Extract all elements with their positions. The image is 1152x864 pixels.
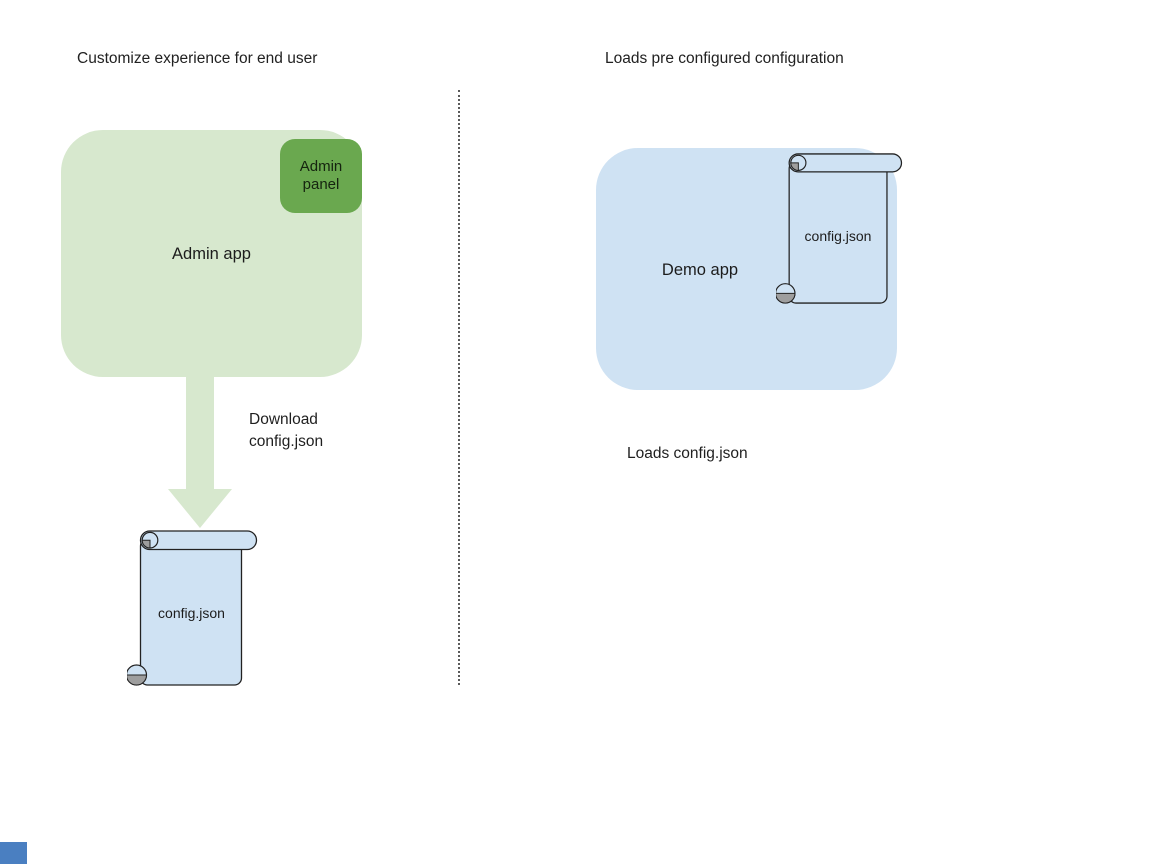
- admin-panel-badge: Admin panel: [280, 139, 362, 213]
- download-arrow-icon: [168, 377, 232, 528]
- download-arrow-label: Download config.json: [249, 411, 324, 450]
- demo-app-label: Demo app: [661, 261, 739, 279]
- config-file-scroll-icon: [776, 153, 903, 304]
- scroll-top-curl-shade: [141, 539, 151, 549]
- scroll-top-roll: [139, 530, 258, 551]
- scroll-top-curl-shade: [790, 162, 799, 171]
- section-divider: [458, 90, 460, 685]
- loads-config-caption: Loads config.json: [627, 445, 748, 462]
- left-section-title: Customize experience for end user: [77, 50, 318, 67]
- admin-app-label: Admin app: [172, 245, 251, 263]
- arrow-shape: [168, 377, 232, 528]
- scroll-bottom-curl-shade: [776, 292, 796, 304]
- config-file-scroll-icon: [127, 530, 258, 686]
- admin-panel-label: Admin panel: [299, 157, 343, 194]
- right-section-title: Loads pre configured configuration: [605, 50, 844, 67]
- corner-marker: [0, 842, 27, 864]
- scroll-top-roll: [788, 153, 903, 173]
- scroll-bottom-curl-shade: [127, 674, 148, 686]
- config-file-label: config.json: [804, 228, 872, 244]
- config-file-label: config.json: [158, 605, 225, 621]
